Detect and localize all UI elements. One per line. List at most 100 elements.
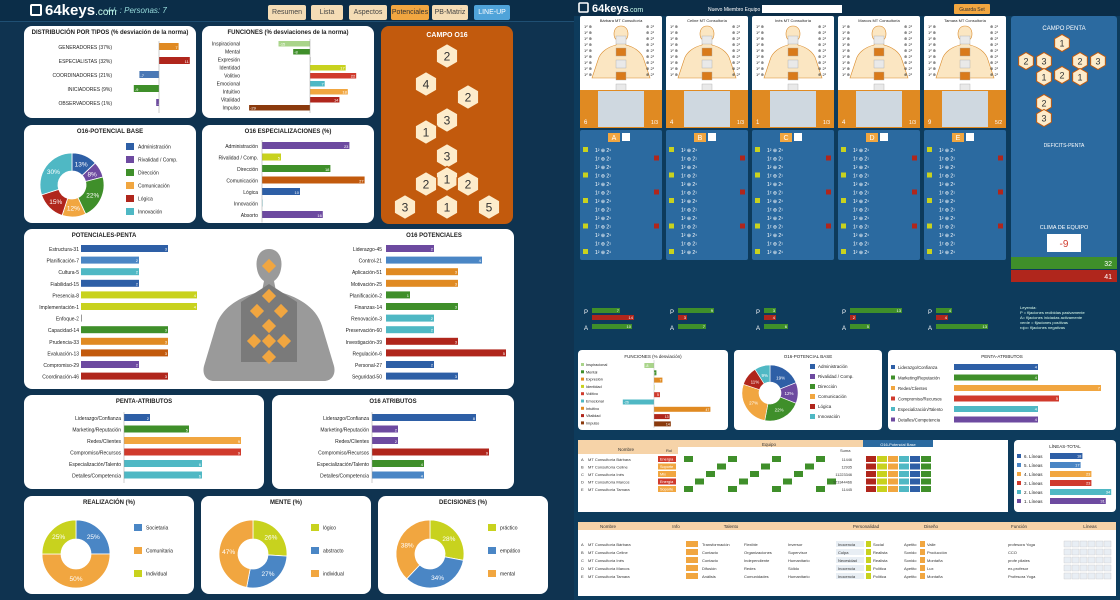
p-neg-value: 4	[945, 315, 948, 320]
bar	[262, 153, 281, 161]
gate-left: 1² ⊕	[670, 48, 678, 53]
bar-value: 5	[503, 351, 506, 356]
nav-potenciales[interactable]: Potenciales	[391, 5, 429, 20]
r-pb-swatch	[810, 414, 815, 419]
r-pa-swatch	[891, 396, 895, 401]
gate-line: 1² ⊕ 2¹	[939, 216, 955, 222]
donut-slice	[39, 152, 73, 196]
gate-right: ⊕ 2¹	[732, 42, 741, 47]
team2-persp-tag	[866, 549, 871, 555]
gate-left: 1² ⊕	[928, 54, 936, 59]
team-row-cell	[684, 456, 693, 462]
team2-coop: Organizaciones	[744, 550, 772, 555]
p-neg-value: 4	[773, 315, 776, 320]
team-row-cell	[695, 478, 704, 485]
member-name: Marcos MT Consultoría	[858, 18, 900, 23]
legend-swatch	[134, 547, 142, 554]
func-card: FUNCIONES (% desviaciones de la norma) I…	[202, 26, 374, 118]
bar-label: Expresión	[218, 58, 240, 64]
team-row-role-bg	[658, 456, 676, 462]
bar	[81, 314, 82, 322]
r-pb-swatch	[810, 374, 815, 379]
legend-label: Comunicación	[138, 184, 170, 190]
a-bar	[592, 324, 632, 329]
team2-entorno: Montaña	[927, 574, 943, 579]
nav-pb-matriz[interactable]: PB-Matriz	[432, 5, 468, 20]
p-bar	[678, 308, 714, 313]
gate-line: 1² ⊕ 2¹	[853, 199, 869, 205]
body-center-node	[261, 349, 277, 365]
espec-card: O16 ESPECIALIZACIONES (%) Administración…	[202, 125, 374, 223]
legend-swatch	[311, 547, 319, 554]
team2-hdr: Diseño	[924, 524, 939, 529]
p-label: P	[842, 310, 846, 316]
r-func-label: Inspiracional	[586, 363, 607, 367]
hex-value: 2	[423, 178, 430, 192]
team2-salud: Apetito	[904, 542, 917, 547]
gate-line: 1² ⊕ 2¹	[767, 250, 783, 256]
hex-value: 1	[444, 201, 451, 215]
member-figure-bg	[598, 91, 644, 127]
legend-line: rojo= fijaciones negativas	[1020, 325, 1065, 330]
bar	[310, 65, 346, 71]
donut-slice	[395, 519, 431, 580]
p-neg-bar	[850, 315, 856, 320]
lineas-value: 34	[1106, 490, 1111, 495]
a-value: 5	[867, 324, 870, 329]
member-figure-bg	[942, 91, 988, 127]
bar	[81, 337, 168, 345]
right-brand-suffix: .com	[628, 7, 643, 14]
bar-value: 5	[186, 427, 189, 432]
bar	[372, 425, 398, 433]
legend-label: lógico	[323, 526, 336, 532]
gate-right: ⊕ 2¹	[904, 72, 913, 77]
team-row-pb-cell	[910, 463, 920, 470]
team2-hdr: Nombre	[600, 524, 617, 529]
team2-line-cell	[1095, 540, 1104, 548]
gate-tag	[755, 223, 760, 229]
r-pa-label: Detalles/Competencia	[898, 418, 941, 423]
bar-label: INICIADORES (9%)	[68, 87, 113, 93]
r-pa-swatch	[891, 375, 895, 380]
bar-label: Finanzas-14	[354, 305, 382, 311]
hex-value: 3	[444, 114, 451, 128]
r-pa-value: 4	[1035, 407, 1038, 412]
bar-value: 9	[486, 450, 489, 455]
bar-value: 11	[185, 59, 190, 64]
team-row-cell	[717, 463, 726, 470]
p-label: P	[756, 310, 760, 316]
gate-left: 1² ⊕	[584, 36, 592, 41]
team2-line-cell	[1103, 540, 1112, 548]
nav-line-up[interactable]: LINE-UP	[474, 5, 510, 20]
legend-label: Societaria	[146, 526, 168, 532]
nav-aspectos[interactable]: Aspectos	[349, 5, 387, 20]
gate-tag	[740, 223, 745, 229]
r-func-label: Intuitivo	[586, 407, 599, 411]
body-center-node	[261, 318, 277, 334]
bar-value: 23	[344, 144, 349, 149]
team2-letter: B	[581, 550, 584, 555]
gate-line: 1² ⊕ 2¹	[853, 191, 869, 197]
bar	[81, 372, 168, 380]
team2-line-cell	[1079, 540, 1088, 548]
member-letter-bg	[866, 133, 878, 142]
team2-salud: Sonido	[904, 558, 917, 563]
bar	[81, 279, 139, 287]
team-row-name: MT Consultoría Celine	[588, 465, 628, 470]
r-func-swatch	[581, 406, 584, 410]
nav-resumen[interactable]: Resumen	[268, 5, 306, 20]
team2-line-cell	[1095, 548, 1104, 556]
gate-left: 1² ⊕	[584, 42, 592, 47]
r-func-value: 7	[659, 379, 661, 383]
bar-value: 9	[238, 439, 241, 444]
slice-label: 34%	[431, 575, 444, 582]
team2-funcion: profe pilates	[1008, 558, 1030, 563]
team2-motiv: Inocencia	[838, 542, 856, 547]
gate-line: 1² ⊕ 2¹	[767, 157, 783, 163]
team2-func: Transformación	[702, 542, 730, 547]
legend-swatch	[126, 156, 134, 163]
hex-cell	[435, 42, 459, 70]
team2-motiv-bg	[836, 541, 864, 547]
nav-lista[interactable]: Lista	[311, 5, 343, 20]
